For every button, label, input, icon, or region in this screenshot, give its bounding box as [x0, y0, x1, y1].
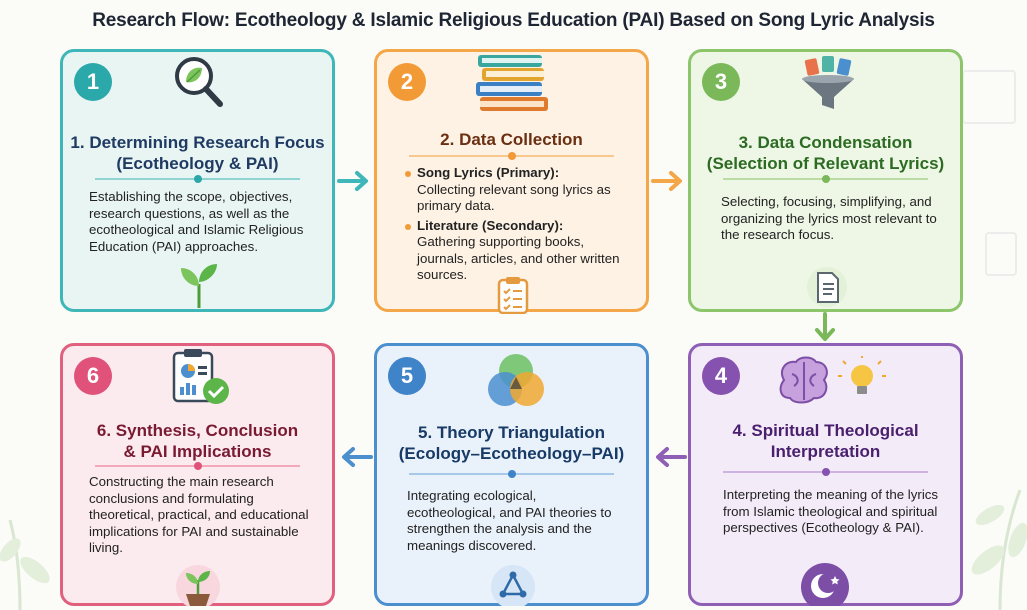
sprout-pot-icon [176, 565, 220, 606]
title-divider [409, 152, 614, 160]
step-bullets: Song Lyrics (Primary): Collecting releva… [405, 165, 628, 284]
report-check-icon [172, 349, 229, 404]
step-number-badge: 1 [74, 63, 112, 101]
step-title: 5. Theory Triangulation (Ecology–Ecotheo… [398, 423, 625, 463]
step-card-4: 4 4. Spiritual Theological Interpretatio… [688, 343, 963, 606]
brain-lightbulb-icon [779, 356, 886, 404]
sprout-icon [181, 264, 217, 308]
arrow-left-icon [656, 447, 687, 467]
step-title: 4. Spiritual Theological Interpretation [732, 421, 919, 461]
step-number-badge: 4 [702, 357, 740, 395]
venn-icon [488, 354, 544, 406]
books-icon [476, 55, 548, 111]
funnel-icon [802, 56, 854, 109]
background-square [962, 70, 1016, 124]
step-description: Establishing the scope, objectives, rese… [89, 189, 304, 254]
clipboard-icon [497, 277, 529, 314]
step-description: Interpreting the meaning of the lyrics f… [723, 487, 939, 535]
step-card-3: 3 3. Data Condensation (Selection of Rel… [688, 49, 963, 312]
step-card-1: 1 1. Determining Research Focus (Ecotheo… [60, 49, 335, 312]
step-number-badge: 2 [388, 63, 426, 101]
step-title: 1. Determining Research Focus (Ecotheolo… [70, 133, 325, 173]
arrow-left-icon [342, 447, 373, 467]
title-divider [723, 175, 928, 183]
arrow-down-icon [815, 312, 835, 341]
arrow-right-icon [651, 171, 682, 191]
title-divider [95, 175, 300, 183]
triangle-network-icon [491, 565, 535, 606]
magnifier-leaf-icon [175, 57, 223, 107]
bullet-item: Song Lyrics (Primary): Collecting releva… [405, 165, 628, 215]
step-card-2: 2 2. Data Collection Song Lyrics (Primar… [374, 49, 649, 314]
step-title: 3. Data Condensation (Selection of Relev… [706, 133, 945, 173]
step-description: Selecting, focusing, simplifying, and or… [721, 194, 937, 242]
title-divider [723, 468, 928, 476]
step-number-badge: 6 [74, 357, 112, 395]
bullet-item: Literature (Secondary): Gathering suppor… [405, 218, 628, 284]
step-card-5: 5 5. Theory Triangulation (Ecology–Ecoth… [374, 343, 649, 606]
background-leaf-icon [971, 489, 1027, 610]
background-square [985, 232, 1017, 276]
step-description: Integrating ecological, ecotheological, … [407, 488, 612, 553]
document-icon [807, 267, 847, 307]
page-title: Research Flow: Ecotheology & Islamic Rel… [92, 10, 935, 31]
step-card-6: 6 6. Synthesis, Conclusion & PAI Implica… [60, 343, 335, 606]
arrow-right-icon [337, 171, 368, 191]
title-divider [95, 462, 300, 470]
background-leaf-icon [0, 519, 50, 610]
step-number-badge: 5 [388, 357, 426, 395]
step-number-badge: 3 [702, 63, 740, 101]
step-description: Constructing the main research conclusio… [89, 474, 309, 555]
step-title: 2. Data Collection [440, 130, 583, 149]
step-title: 6. Synthesis, Conclusion & PAI Implicati… [96, 421, 299, 461]
title-divider [409, 470, 614, 478]
crescent-star-icon [801, 563, 849, 606]
